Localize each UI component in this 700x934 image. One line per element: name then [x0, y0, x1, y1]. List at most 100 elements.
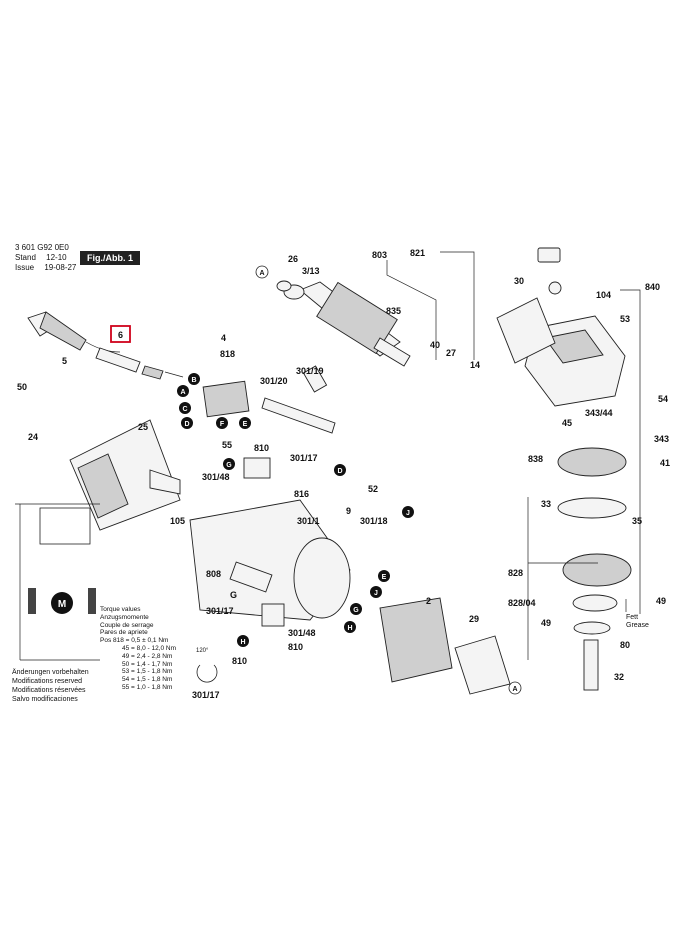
part-label: 301/17 [192, 690, 220, 700]
part-label: 828/04 [508, 598, 536, 608]
part-label: 301/17 [290, 453, 318, 463]
part-label: 9 [346, 506, 351, 516]
issue-value: 19-08-27 [44, 263, 77, 272]
torque-title-3: Couple de serrage [100, 621, 154, 629]
part-label: 45 [562, 418, 572, 428]
part-label: 301/48 [288, 628, 316, 638]
motor-housing [69, 419, 351, 621]
part-label: 818 [220, 349, 235, 359]
issue-label: Issue [15, 263, 35, 272]
part-label: 343 [654, 434, 669, 444]
part-label: 810 [288, 642, 303, 652]
part-label: 41 [660, 458, 670, 468]
power-cord-plug [27, 311, 184, 380]
part-label: 816 [294, 489, 309, 499]
torque-values: Torque values Anzugsmomente Couple de se… [100, 606, 176, 692]
part-label: 301/17 [206, 606, 234, 616]
part-label: 810 [254, 443, 269, 453]
stator-field [379, 597, 511, 695]
part-label: 104 [596, 290, 611, 300]
part-label: 50 [17, 382, 27, 392]
part-label: 40 [430, 340, 440, 350]
wiring-schematic: M [15, 503, 100, 661]
torque-row: 53 = 1,5 - 1,8 Nm [122, 668, 173, 676]
stand-row: Stand 12-10 [15, 253, 67, 263]
switch-assembly [202, 365, 336, 627]
part-label: 32 [614, 672, 624, 682]
circle-marker-label: J [374, 590, 378, 597]
part-labels: 26 3/13 803 821 30 840 104 53 835 40 27 … [17, 248, 670, 700]
part-label: 30 [514, 276, 524, 286]
part-label: 105 [170, 516, 185, 526]
torque-row: 49 = 2,4 - 2,8 Nm [122, 652, 173, 660]
leader-lines [386, 251, 641, 660]
part-label: 2 [426, 596, 431, 606]
part-label: 803 [372, 250, 387, 260]
part-label: 810 [232, 656, 247, 666]
part-label: 840 [645, 282, 660, 292]
part-label: 25 [138, 422, 148, 432]
motor-symbol-label: M [58, 599, 66, 610]
gear-head-housing [496, 247, 626, 407]
circle-marker-label: C [182, 406, 187, 413]
circle-marker-label: F [220, 421, 225, 428]
circle-marker-label: G [226, 462, 232, 469]
part-label: 52 [368, 484, 378, 494]
part-label: 835 [386, 306, 401, 316]
doc-number: 3 601 G92 0E0 [15, 243, 69, 252]
circle-marker-label: B [191, 377, 196, 384]
part-label: 4 [221, 333, 226, 343]
part-label: 80 [620, 640, 630, 650]
torque-row: 50 = 1,4 - 1,7 Nm [122, 660, 173, 668]
part-label: 54 [658, 394, 668, 404]
circle-marker-label: D [184, 421, 189, 428]
part-label: G [230, 590, 237, 600]
note-line: Modifications réservées [12, 687, 86, 694]
grease-label-line1: Fett [626, 614, 638, 621]
part-label: 53 [620, 314, 630, 324]
part-label: 301/48 [202, 472, 230, 482]
circle-marker-label: H [347, 625, 352, 632]
torque-row: 54 = 1,5 - 1,8 Nm [122, 676, 173, 684]
part-label: 301/20 [260, 376, 288, 386]
torque-row: 55 = 1,0 - 1,8 Nm [122, 683, 173, 691]
circle-marker-label: G [353, 607, 359, 614]
part-label: 301/19 [296, 366, 324, 376]
torque-row: 45 = 8,0 - 12,0 Nm [122, 644, 177, 652]
grease-label-line2: Grease [626, 622, 649, 629]
part-label: 828 [508, 568, 523, 578]
part-label: 301/18 [360, 516, 388, 526]
circle-marker-label: H [240, 639, 245, 646]
bevel-gear-assembly [557, 447, 632, 691]
torque-row: Pos 818 = 0,5 ± 0,1 Nm [100, 637, 169, 645]
stand-label: Stand [15, 253, 36, 262]
modification-notes: Änderungen vorbehalten Modifications res… [12, 668, 89, 704]
part-label: 838 [528, 454, 543, 464]
highlight-label: 6 [118, 330, 123, 340]
stand-value: 12-10 [46, 253, 67, 262]
highlight-box [110, 325, 131, 343]
part-label: 301/1 [297, 516, 320, 526]
figure-label: Fig./Abb. 1 [80, 251, 140, 265]
torque-title-1: Torque values [100, 606, 141, 613]
part-label: 14 [470, 360, 480, 370]
angle-label: 120° [196, 648, 209, 654]
part-label: 49 [656, 596, 666, 606]
note-line: Änderungen vorbehalten [12, 669, 89, 676]
part-label: 5 [62, 356, 67, 366]
part-label: 821 [410, 248, 425, 258]
circle-marker-label: E [243, 421, 248, 428]
part-label: 49 [541, 618, 551, 628]
part-label: 55 [222, 440, 232, 450]
note-line: Salvo modificaciones [12, 696, 78, 703]
issue-row: Issue 19-08-27 [15, 263, 76, 273]
armature [276, 280, 411, 367]
circle-marker-label: A [259, 270, 264, 277]
note-line: Modifications reserved [12, 678, 83, 685]
circle-marker-label: J [406, 510, 410, 517]
torque-title-4: Pares de apriete [100, 629, 148, 637]
part-label: 29 [469, 614, 479, 624]
part-label: 24 [28, 432, 38, 442]
circle-markers: A B A C D F E G D J E J G H H A [177, 265, 522, 695]
